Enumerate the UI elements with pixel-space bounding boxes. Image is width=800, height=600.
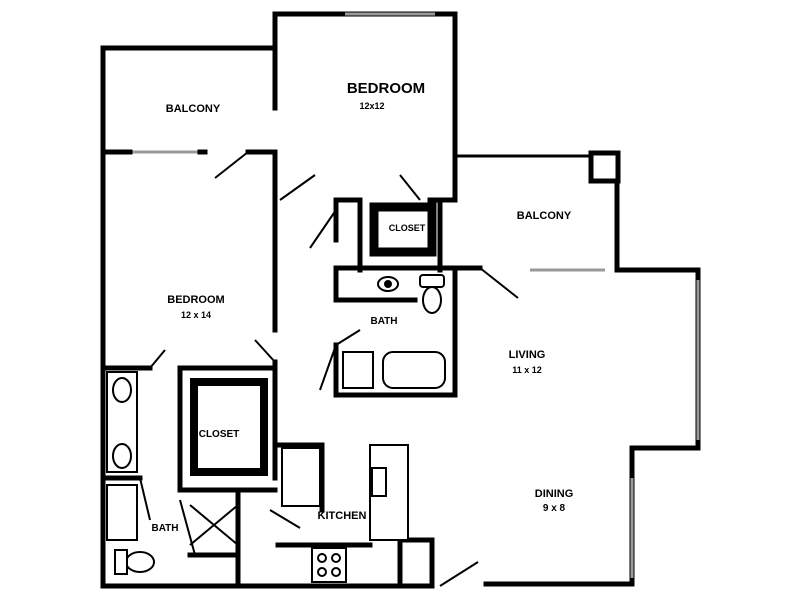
balcony-column xyxy=(588,150,621,184)
closet-top-shelving xyxy=(369,202,437,257)
bath-left-fixtures xyxy=(106,371,239,575)
balcony-right-name: BALCONY xyxy=(517,210,572,222)
dining-size: 9 x 8 xyxy=(543,503,566,514)
bath-left-name: BATH xyxy=(151,523,178,534)
kitchen-name: KITCHEN xyxy=(318,510,367,522)
living-name: LIVING xyxy=(509,349,546,361)
bedroom-left-size: 12 x 14 xyxy=(181,310,211,320)
living-size: 11 x 12 xyxy=(512,365,542,375)
interior-walls xyxy=(100,149,483,589)
bedroom-top-size: 12x12 xyxy=(359,101,384,111)
balcony-left-name: BALCONY xyxy=(166,103,221,115)
windows xyxy=(130,12,700,578)
room-labels: BEDROOM 12x12 BALCONY BALCONY BEDROOM 12… xyxy=(151,80,573,534)
closet-left-shelving xyxy=(190,378,268,476)
door-swings xyxy=(139,151,519,587)
bath-top-fixtures xyxy=(342,274,446,389)
dining-name: DINING xyxy=(535,488,574,500)
closet-top-name: CLOSET xyxy=(389,223,426,233)
bedroom-left-name: BEDROOM xyxy=(167,294,224,306)
bedroom-top-name: BEDROOM xyxy=(347,80,425,97)
kitchen-fixtures xyxy=(281,444,409,583)
bath-top-name: BATH xyxy=(370,316,397,327)
closet-left-name: CLOSET xyxy=(199,429,240,440)
